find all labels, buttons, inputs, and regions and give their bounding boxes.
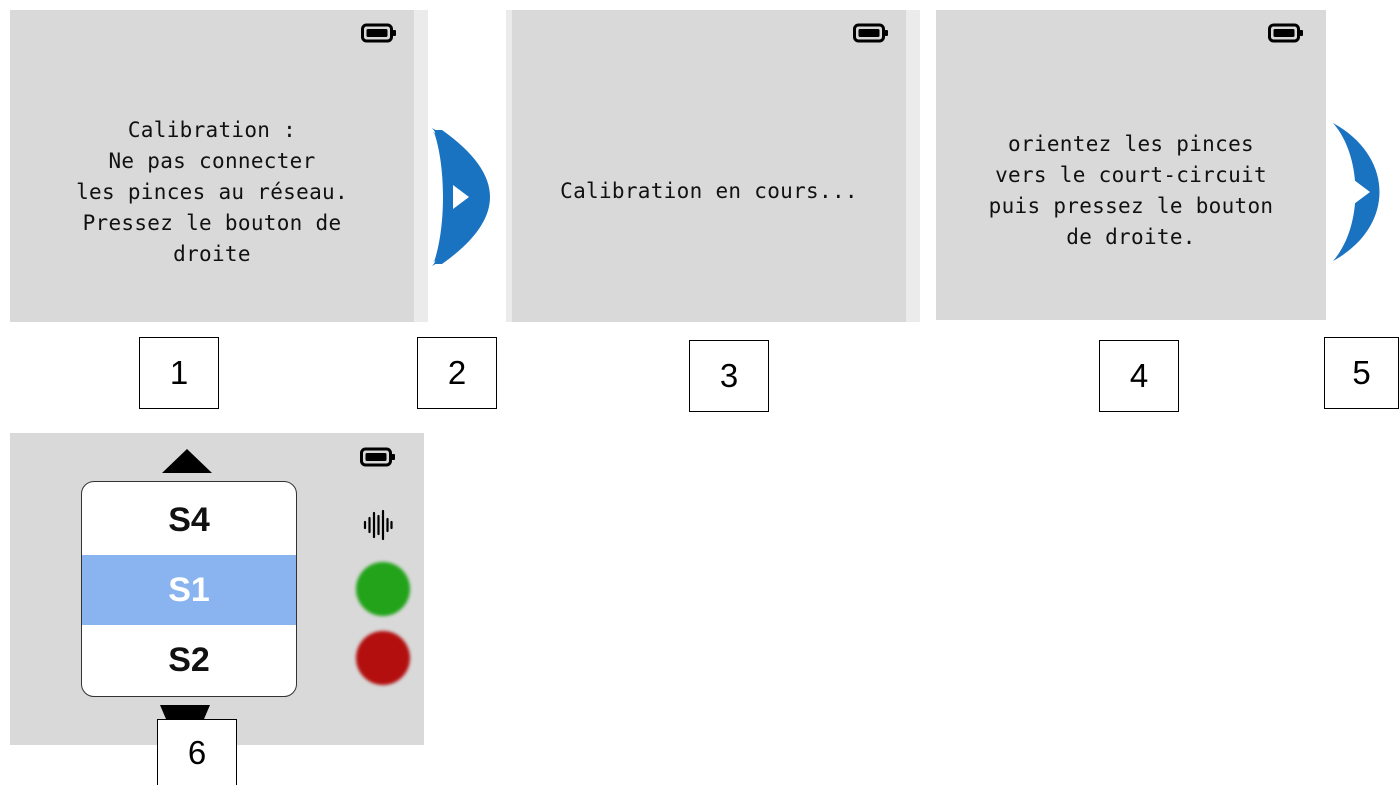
step-label-3: 3 [689,340,769,412]
triangle-down-icon[interactable] [156,705,214,721]
step-label-6: 6 [157,719,237,785]
battery-full-icon [853,23,888,43]
step-label-1: 1 [139,337,219,409]
triangle-up-icon[interactable] [158,443,216,475]
step-label-2: 2 [417,337,497,409]
sound-wave-icon [363,509,393,541]
red-indicator [356,631,410,685]
screen-message: Calibration en cours... [560,179,858,203]
step-label-5: 5 [1324,337,1399,409]
screen-calibration-start: Calibration : Ne pas connecter les pince… [10,10,428,322]
battery-full-icon [1268,23,1303,43]
step-label-4: 4 [1099,340,1179,412]
list-item[interactable]: S4 [168,500,210,539]
list-item-selected[interactable]: S1 [82,555,296,625]
play-right-icon[interactable] [432,122,492,272]
list-item[interactable]: S2 [168,640,210,679]
play-right-icon[interactable] [1333,117,1393,267]
battery-full-icon [360,447,395,467]
screen-message: orientez les pinces vers le court-circui… [988,132,1274,249]
battery-full-icon [361,23,396,43]
screen-message: Calibration : Ne pas connecter les pince… [76,118,348,266]
screen-calibration-progress: Calibration en cours... [506,10,920,322]
green-indicator [356,562,410,616]
screen-short-circuit: orientez les pinces vers le court-circui… [936,10,1326,320]
sensor-selector-list[interactable]: S4 S1 S2 [81,481,297,697]
